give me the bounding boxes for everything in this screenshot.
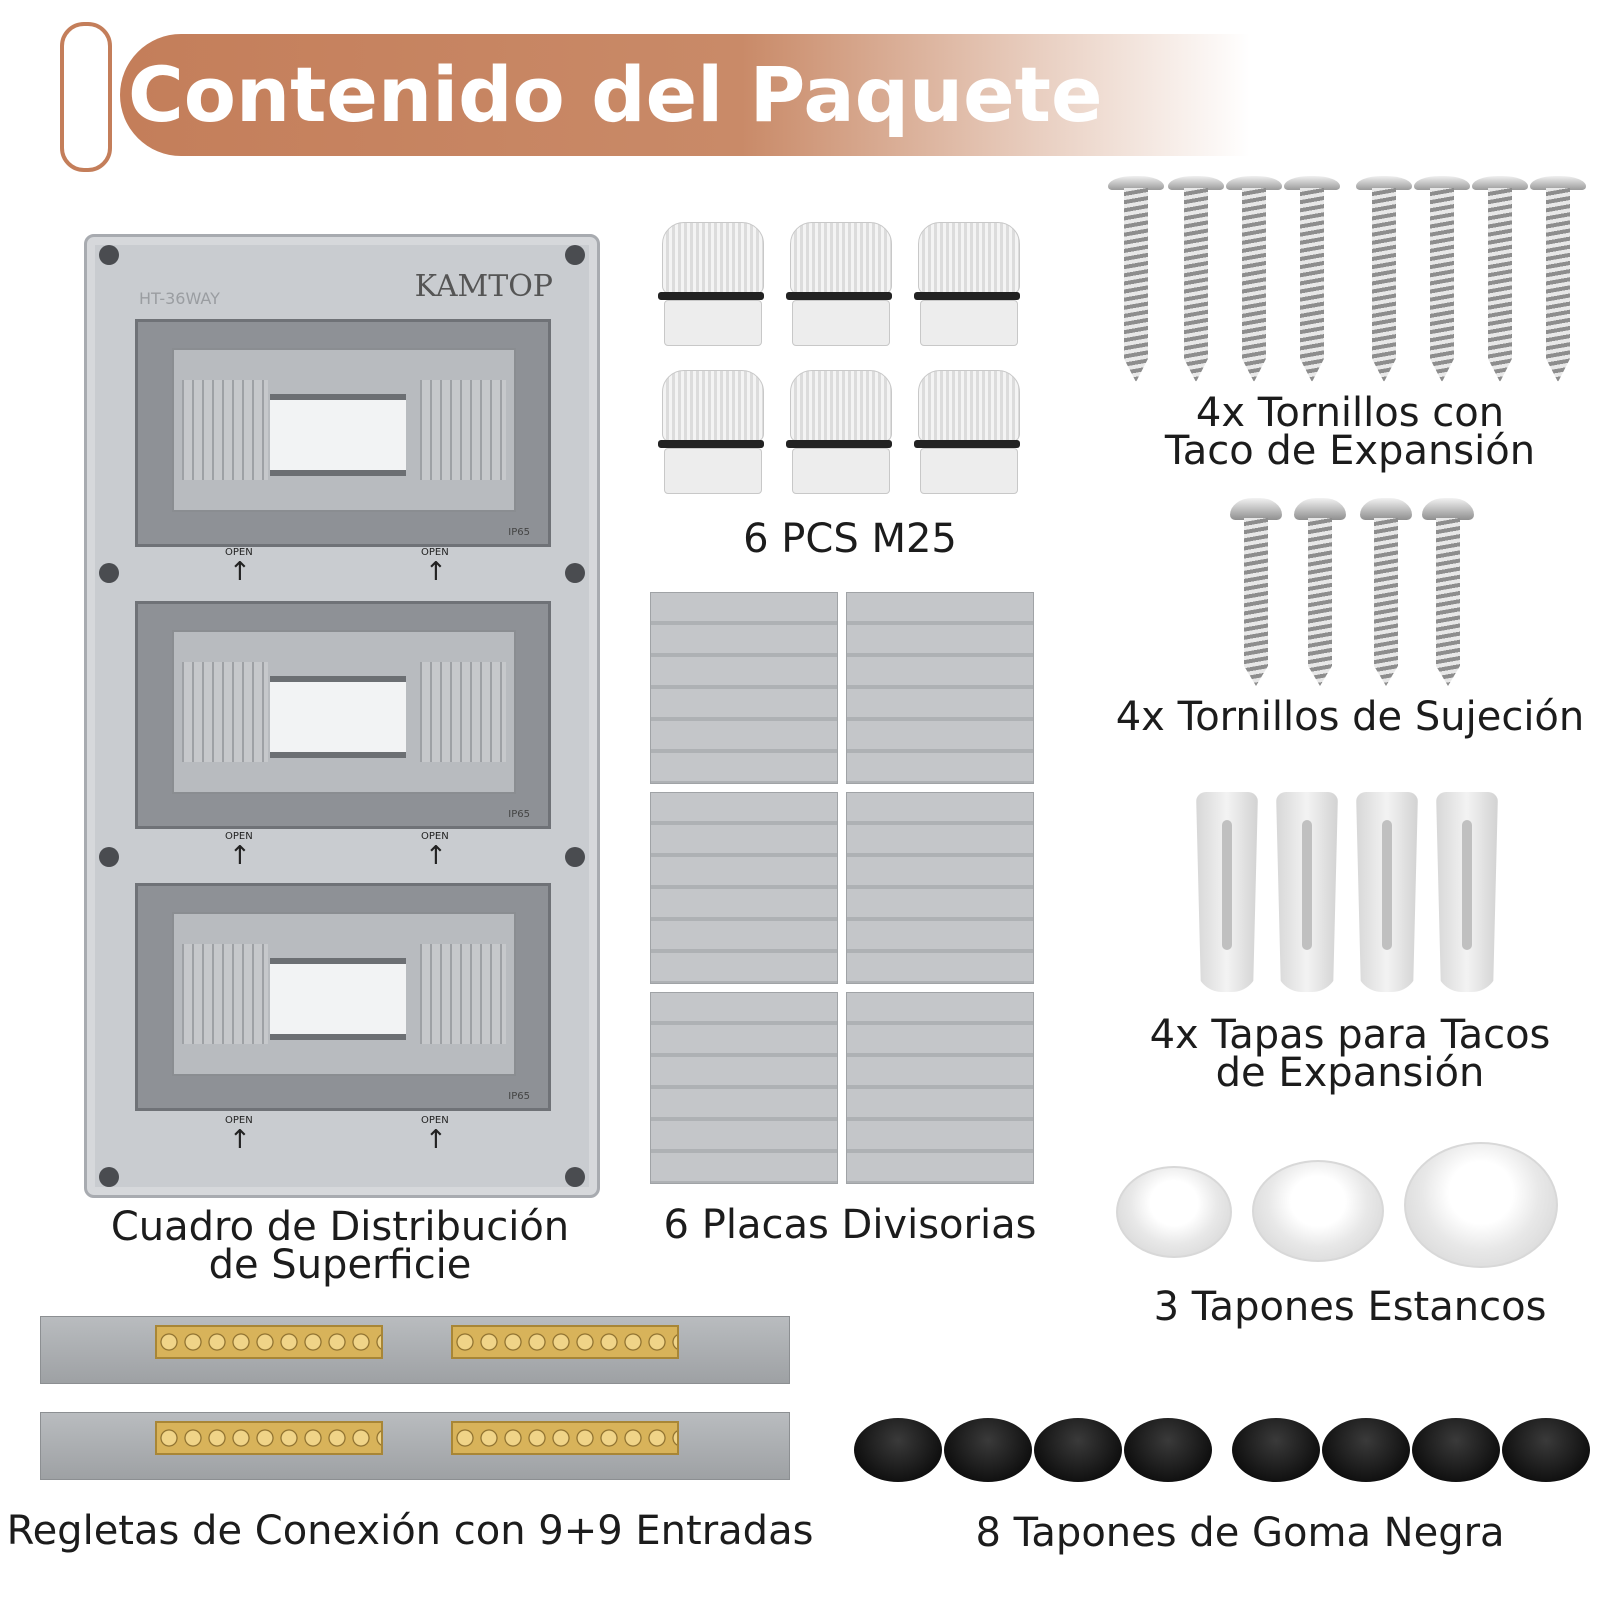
- cable-gland-image: [658, 370, 766, 500]
- screw-image: [1530, 176, 1586, 386]
- screw-hole: [99, 245, 119, 265]
- rubber-plug-image: [1124, 1418, 1212, 1482]
- screws-fixing-caption: 4x Tornillos de Sujeción: [1115, 694, 1585, 740]
- rubber-plug-image: [854, 1418, 942, 1482]
- arrow-up-icon: ↑: [229, 557, 251, 587]
- open-label: OPEN: [225, 1115, 253, 1126]
- divider-plate-image: [650, 992, 838, 1184]
- open-label: OPEN: [421, 831, 449, 842]
- ip-rating: IP65: [508, 527, 530, 538]
- mounting-badge-icon: [60, 22, 112, 172]
- open-label: OPEN: [225, 831, 253, 842]
- terminal-strips-caption: Regletas de Conexión con 9+9 Entradas: [6, 1508, 814, 1554]
- cable-gland-image: [914, 370, 1022, 500]
- screw-hole: [565, 847, 585, 867]
- screw-image: [1414, 176, 1470, 386]
- screw-image: [1356, 176, 1412, 386]
- divider-plate-image: [650, 792, 838, 984]
- screw-hole: [99, 1167, 119, 1187]
- arrow-up-icon: ↑: [425, 841, 447, 871]
- watertight-plugs-caption: 3 Tapones Estancos: [1153, 1284, 1547, 1330]
- screws-expansion-caption: 4x Tornillos con Taco de Expansión: [1164, 390, 1536, 474]
- page-title: Contenido del Paquete: [128, 50, 1103, 139]
- title-banner: [120, 34, 1250, 156]
- rubber-plug-image: [1502, 1418, 1590, 1482]
- screw-hole: [99, 563, 119, 583]
- anchor-caps-caption: 4x Tapas para Tacos de Expansión: [1149, 1012, 1551, 1096]
- distribution-panel-image: HT-36WAY KAMTOP IP65 OPEN ↑ OPEN ↑ IP65 …: [84, 234, 600, 1198]
- cable-gland-image: [658, 222, 766, 352]
- screw-image: [1226, 176, 1282, 386]
- cable-gland-image: [786, 222, 894, 352]
- panel-door: IP65: [135, 883, 551, 1111]
- watertight-plug-image: [1116, 1166, 1232, 1258]
- divider-plate-image: [846, 992, 1034, 1184]
- screw-hole: [565, 245, 585, 265]
- screw-image: [1284, 176, 1340, 386]
- panel-door: IP65: [135, 319, 551, 547]
- plates-caption: 6 Placas Divisorias: [663, 1202, 1037, 1248]
- divider-plate-image: [650, 592, 838, 784]
- rubber-plug-image: [944, 1418, 1032, 1482]
- screw-image: [1472, 176, 1528, 386]
- rubber-plug-image: [1034, 1418, 1122, 1482]
- glands-caption: 6 PCS M25: [743, 516, 957, 562]
- rubber-plug-image: [1412, 1418, 1500, 1482]
- screw-image: [1108, 176, 1164, 386]
- fixing-screw-image: [1420, 498, 1474, 688]
- watertight-plug-image: [1404, 1142, 1558, 1268]
- fixing-screw-image: [1228, 498, 1282, 688]
- arrow-up-icon: ↑: [425, 1125, 447, 1155]
- terminal-strip-image: [40, 1412, 790, 1480]
- cable-gland-image: [786, 370, 894, 500]
- ip-rating: IP65: [508, 809, 530, 820]
- rubber-plugs-caption: 8 Tapones de Goma Negra: [975, 1510, 1505, 1556]
- watertight-plug-image: [1252, 1160, 1384, 1262]
- arrow-up-icon: ↑: [425, 557, 447, 587]
- fixing-screw-image: [1358, 498, 1412, 688]
- arrow-up-icon: ↑: [229, 841, 251, 871]
- panel-door: IP65: [135, 601, 551, 829]
- open-label: OPEN: [421, 547, 449, 558]
- fixing-screw-image: [1292, 498, 1346, 688]
- screw-hole: [565, 1167, 585, 1187]
- panel-model: HT-36WAY: [139, 289, 220, 308]
- cable-gland-image: [914, 222, 1022, 352]
- screw-hole: [565, 563, 585, 583]
- arrow-up-icon: ↑: [229, 1125, 251, 1155]
- rubber-plug-image: [1322, 1418, 1410, 1482]
- open-label: OPEN: [225, 547, 253, 558]
- divider-plate-image: [846, 592, 1034, 784]
- screw-image: [1168, 176, 1224, 386]
- terminal-strip-image: [40, 1316, 790, 1384]
- divider-plate-image: [846, 792, 1034, 984]
- screw-hole: [99, 847, 119, 867]
- expansion-anchor-image: [1196, 792, 1258, 992]
- open-label: OPEN: [421, 1115, 449, 1126]
- panel-brand: KAMTOP: [414, 269, 553, 304]
- rubber-plug-image: [1232, 1418, 1320, 1482]
- ip-rating: IP65: [508, 1091, 530, 1102]
- expansion-anchor-image: [1436, 792, 1498, 992]
- expansion-anchor-image: [1276, 792, 1338, 992]
- panel-caption: Cuadro de Distribución de Superficie: [110, 1204, 570, 1288]
- expansion-anchor-image: [1356, 792, 1418, 992]
